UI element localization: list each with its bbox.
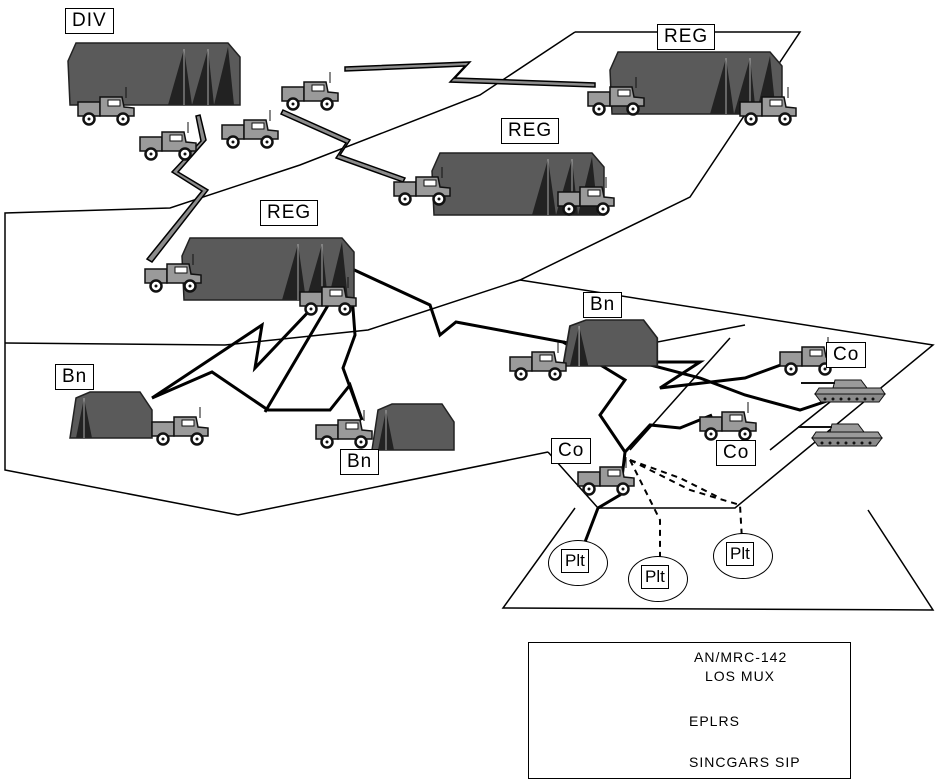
div-tent	[67, 42, 241, 106]
reg-left-label: REG	[260, 200, 319, 226]
bn-center-label: Bn	[583, 292, 623, 318]
eplrs-links	[151, 263, 831, 543]
legend-mux-line2: LOS MUX	[705, 668, 776, 684]
legend: AN/MRC-142 LOS MUX EPLRS SINCGARS SIP	[528, 642, 851, 779]
plt-2-label: Plt	[641, 565, 669, 589]
bn-tent-bottom	[371, 403, 455, 451]
co-right-top-label: Co	[826, 342, 867, 368]
bn-tent-left	[69, 391, 153, 439]
div-label: DIV	[65, 8, 114, 34]
tanks	[797, 379, 886, 447]
bn-bottom-label: Bn	[340, 449, 380, 475]
legend-mux-line1: AN/MRC-142	[694, 649, 788, 665]
legend-sincgars: SINCGARS SIP	[689, 754, 801, 770]
region-boundaries	[4, 31, 935, 611]
bn-tent-center	[562, 319, 659, 367]
plt-oval-3: Plt	[713, 533, 773, 579]
legend-eplrs: EPLRS	[689, 713, 740, 729]
co-bottom-label: Co	[551, 438, 592, 464]
reg-mid-label: REG	[501, 118, 560, 144]
plt-oval-1: Plt	[548, 540, 608, 586]
plt-1-label: Plt	[561, 549, 589, 573]
plt-3-label: Plt	[726, 542, 754, 566]
plt-oval-2: Plt	[628, 556, 688, 602]
bn-left-label: Bn	[55, 364, 95, 390]
co-right-mid-label: Co	[716, 440, 757, 466]
vehicles	[76, 70, 838, 496]
reg-top-label: REG	[657, 24, 716, 50]
sincgars-links	[629, 459, 743, 557]
